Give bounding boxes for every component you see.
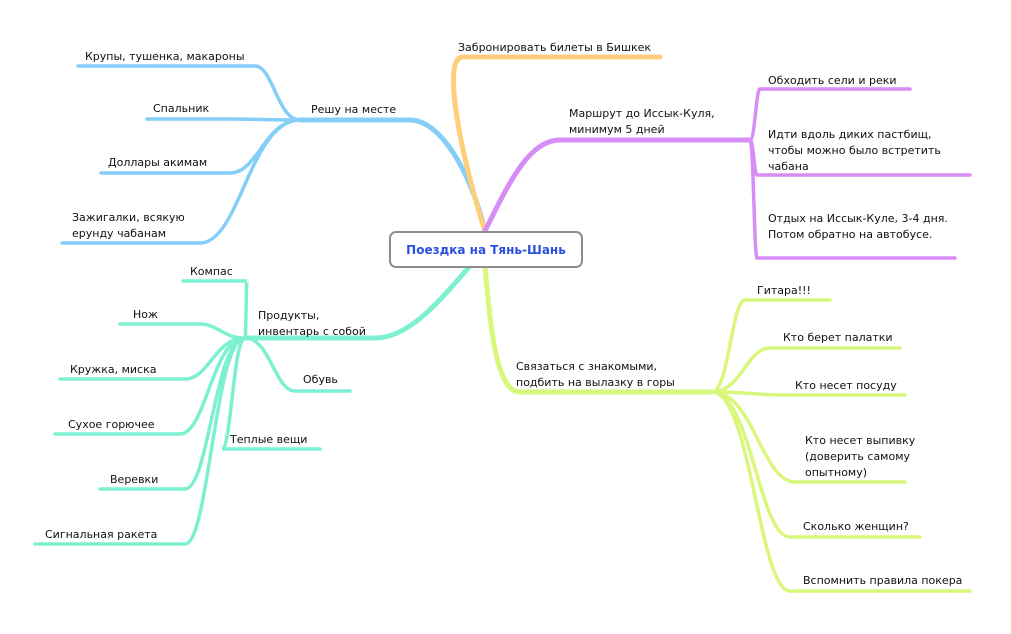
subtopic-connector	[243, 336, 352, 393]
subtopic[interactable]: Кто несет посуду	[795, 379, 897, 392]
subtopic[interactable]: Кто несет выпивку (доверить самому опытн…	[805, 434, 916, 479]
branch-line-onsite	[297, 117, 488, 234]
subtopic[interactable]: Спальник	[153, 102, 210, 115]
subtopic-connector	[710, 390, 907, 484]
subtopic[interactable]: Сухое горючее	[68, 418, 155, 431]
subtopic-connector	[181, 279, 249, 340]
subtopic-connector	[33, 336, 247, 546]
subtopic-connector	[220, 336, 322, 451]
subtopic-connector	[748, 138, 957, 260]
subtopic-connector	[710, 390, 907, 397]
subtopic[interactable]: Сколько женщин?	[803, 520, 909, 533]
subtopic[interactable]: Отдых на Иссык-Куле, 3-4 дня. Потом обра…	[768, 212, 948, 241]
subtopic[interactable]: Теплые вещи	[230, 433, 308, 446]
topic-decide-onsite[interactable]: Решу на месте	[311, 103, 397, 116]
subtopic[interactable]: Идти вдоль диких пастбищ, чтобы можно бы…	[768, 128, 941, 173]
subtopic[interactable]: Зажигалки, всякую ерунду чабанам	[72, 211, 185, 240]
subtopic[interactable]: Крупы, тушенка, макароны	[85, 50, 245, 63]
subtopic[interactable]: Сигнальная ракета	[45, 528, 158, 541]
branch-line-book	[450, 54, 663, 234]
central-topic-label: Поездка на Тянь-Шань	[406, 242, 566, 257]
subtopic-connector	[98, 336, 247, 491]
topic-book-tickets[interactable]: Забронировать билеты в Бишкек	[458, 41, 652, 54]
central-topic[interactable]: Поездка на Тянь-Шань	[389, 231, 583, 268]
subtopic[interactable]: Гитара!!!	[757, 284, 811, 297]
subtopic-connector	[710, 298, 832, 394]
subtopic[interactable]: Нож	[133, 308, 158, 321]
subtopic[interactable]: Кто берет палатки	[783, 331, 893, 344]
topic-route[interactable]: Маршрут до Иссык-Куля, минимум 5 дней	[569, 107, 715, 136]
subtopic-connector	[145, 117, 302, 122]
subtopic[interactable]: Вспомнить правила покера	[803, 574, 963, 587]
subtopic-connector	[710, 346, 902, 394]
subtopic-connector	[118, 322, 247, 340]
subtopic[interactable]: Доллары акимам	[108, 156, 208, 169]
subtopic[interactable]: Обходить сели и реки	[768, 74, 897, 87]
subtopic[interactable]: Компас	[190, 265, 233, 278]
subtopic[interactable]: Веревки	[110, 473, 159, 486]
topic-gear[interactable]: Продукты, инвентарь с собой	[258, 309, 366, 338]
topic-contact-friends[interactable]: Связаться с знакомыми, подбить на вылазк…	[516, 360, 675, 389]
subtopic-connector	[53, 336, 247, 436]
subtopic[interactable]: Кружка, миска	[70, 363, 157, 376]
branch-line-gear	[242, 263, 473, 341]
branch-line-route	[482, 137, 753, 234]
subtopic[interactable]: Обувь	[303, 373, 338, 386]
subtopic-connector	[76, 64, 302, 122]
branch-line-contact	[482, 263, 715, 395]
subtopic-connector	[748, 87, 912, 142]
subtopic-connector	[60, 118, 302, 245]
subtopic-connector	[710, 390, 972, 593]
